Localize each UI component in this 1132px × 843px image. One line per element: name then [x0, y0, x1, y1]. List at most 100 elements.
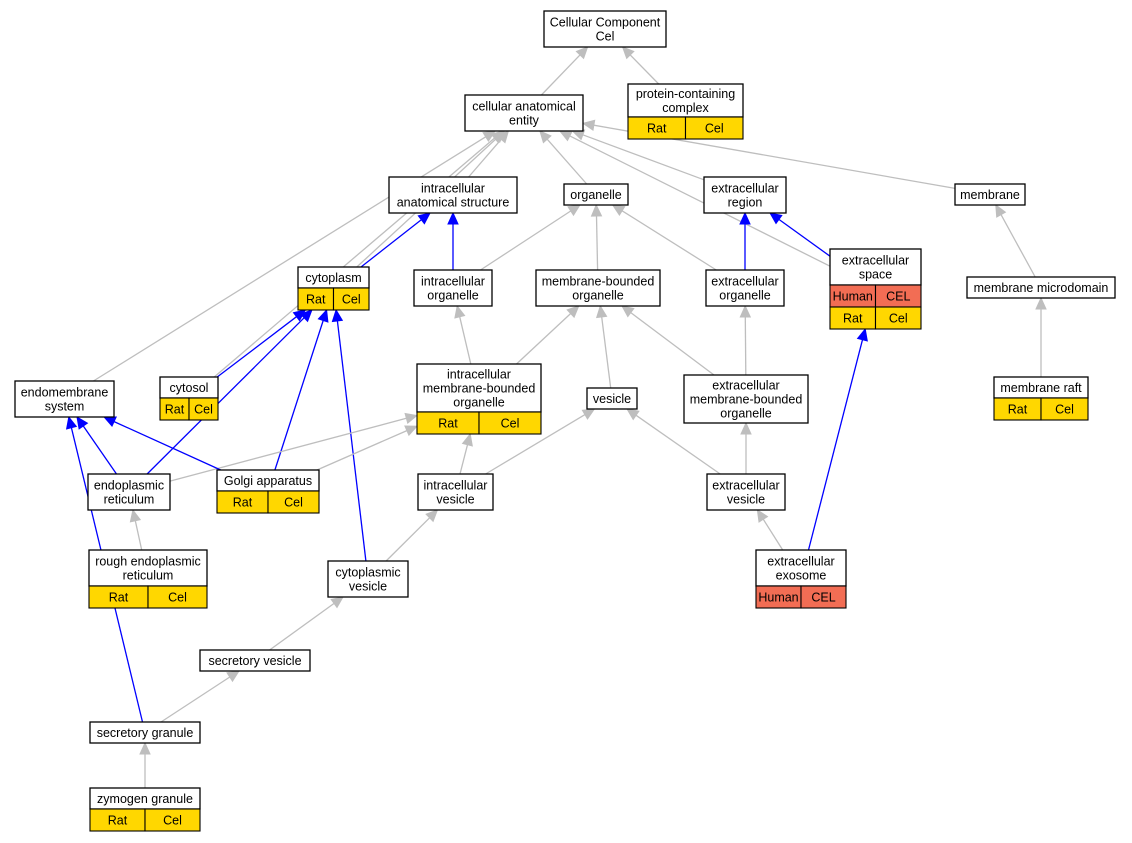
species-tag-cel: Cel	[342, 293, 361, 307]
arrowhead	[103, 416, 117, 428]
edge-intracellular-organelle-to-intracellular-anatomical-structure	[447, 211, 459, 270]
edge-line	[113, 421, 221, 471]
edge-extracellular-membrane-bounded-organelle-to-extracellular-organelle	[739, 304, 752, 376]
node-label: system	[45, 400, 85, 414]
edge-line	[269, 602, 335, 651]
species-tag-box	[267, 490, 320, 514]
edge-line	[595, 215, 599, 271]
arrowhead	[461, 432, 473, 447]
arrowhead	[739, 304, 752, 318]
edge-line	[169, 417, 407, 482]
node-label: intracellular	[447, 368, 511, 382]
edge-cellular-anatomical-entity-to-cellular-component	[540, 46, 589, 96]
edge-line	[480, 210, 572, 271]
arrowhead	[581, 119, 596, 131]
edge-line	[316, 430, 408, 471]
node-label: organelle	[570, 188, 621, 202]
species-tag-cel: Cel	[501, 417, 520, 431]
node-label: extracellular	[711, 275, 778, 289]
arrowhead	[581, 408, 596, 420]
node-box	[88, 549, 208, 587]
node-secretory-granule[interactable]: secretory granule	[89, 721, 201, 744]
node-label: complex	[662, 101, 709, 115]
node-label: region	[728, 196, 763, 210]
node-label: intracellular	[421, 275, 485, 289]
edge-vesicle-to-membrane-bounded-organelle	[595, 304, 612, 389]
node-membrane-microdomain[interactable]: membrane microdomain	[966, 276, 1116, 299]
node-label: membrane-bounded	[690, 393, 803, 407]
node-label: reticulum	[123, 569, 174, 583]
edge-zymogen-granule-to-secretory-granule	[139, 741, 151, 788]
edge-line	[459, 316, 472, 365]
arrowhead	[621, 46, 635, 60]
species-tag-rat: Rat	[843, 312, 863, 326]
species-tag-cel: CEL	[886, 290, 910, 304]
species-tag-rat: Rat	[306, 293, 326, 307]
edge-golgi-apparatus-to-intracellular-membrane-bounded-organelle	[316, 425, 419, 471]
arrowhead	[330, 596, 344, 609]
species-tag-cel: Cel	[163, 814, 182, 828]
node-label: intracellular	[421, 182, 485, 196]
edge-membrane-bounded-organelle-to-organelle	[590, 203, 603, 271]
species-tag-box	[800, 585, 847, 609]
node-organelle[interactable]: organelle	[563, 183, 629, 206]
node-box	[966, 276, 1116, 299]
arrowhead	[558, 130, 573, 142]
node-label: space	[859, 268, 892, 282]
arrowhead	[575, 46, 589, 60]
species-tag-rat: Rat	[1008, 403, 1028, 417]
node-box	[586, 387, 638, 410]
edge-extracellular-vesicle-to-extracellular-membrane-bounded-organelle	[740, 421, 752, 474]
edge-cytoplasmic-vesicle-to-intracellular-vesicle	[385, 509, 439, 562]
species-tag-cel: CEL	[811, 591, 835, 605]
node-vesicle[interactable]: vesicle	[586, 387, 638, 410]
edge-intracellular-organelle-to-organelle	[480, 204, 581, 271]
node-label: endomembrane	[21, 386, 109, 400]
species-tag-box	[684, 116, 744, 140]
edge-line	[630, 312, 715, 376]
arrowhead	[856, 327, 868, 342]
node-box	[416, 363, 542, 413]
species-tag-cel: Cel	[705, 122, 724, 136]
species-tag-box	[332, 287, 370, 311]
species-tag-rat: Rat	[647, 122, 667, 136]
node-intracellular-membrane-bounded-organelle[interactable]: intracellularmembrane-boundedorganelleRa…	[416, 363, 542, 435]
arrowhead	[769, 212, 783, 225]
arrowhead	[611, 204, 626, 217]
edge-line	[762, 518, 784, 551]
node-secretory-vesicle[interactable]: secretory vesicle	[199, 649, 311, 672]
edge-rough-endoplasmic-reticulum-to-endoplasmic-reticulum	[129, 508, 143, 551]
arrowhead	[739, 211, 751, 225]
arrowhead	[626, 408, 640, 421]
edge-line	[778, 218, 831, 257]
node-label: Cel	[596, 30, 615, 44]
node-box	[199, 649, 311, 672]
node-box	[417, 473, 494, 511]
edge-line	[540, 54, 581, 96]
node-membrane[interactable]: membrane	[954, 183, 1026, 206]
species-tag-box	[144, 808, 201, 832]
node-label: secretory granule	[97, 726, 194, 740]
